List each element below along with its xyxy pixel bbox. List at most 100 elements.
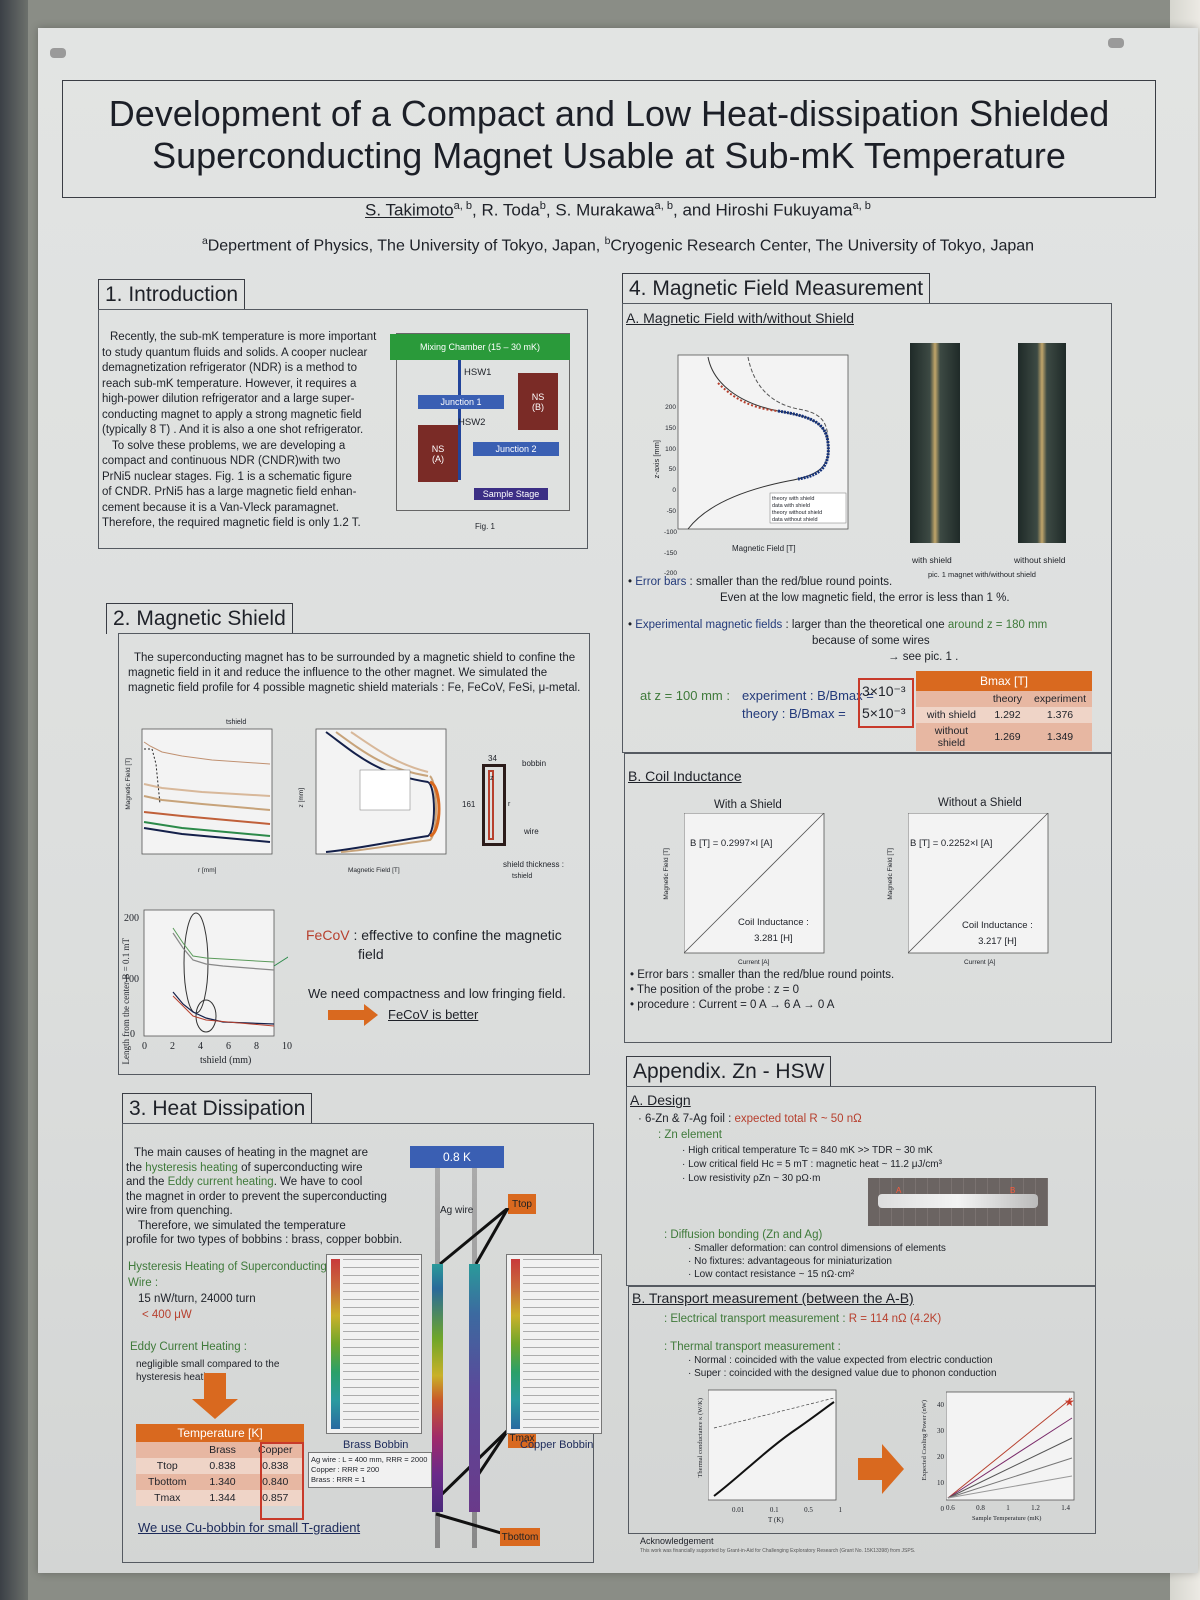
fecov-statement: FeCoV : effective to confine the magneti… — [306, 926, 562, 964]
experimental-note-3: → see pic. 1 . — [888, 651, 959, 663]
inductance-line: 3.217 [H] — [978, 935, 1017, 947]
intro-line: compact and continuous NDR (CNDR)with tw… — [102, 455, 341, 467]
intro-line: of CNDR. PrNi5 has a large magnetic fiel… — [102, 486, 357, 498]
table-cell: Tmax — [154, 1492, 181, 1504]
shield-panel — [118, 633, 590, 1075]
experiment-ratio-value: 3×10⁻³ — [862, 683, 906, 699]
affiliations: aDepertment of Physics, The University o… — [38, 236, 1198, 255]
table-cell: Tbottom — [147, 1476, 187, 1488]
error-bars-text: : smaller than the red/blue round points… — [686, 576, 893, 588]
tshield-label: tshield — [226, 719, 247, 726]
intro-line: PrNi5 nuclear stages. Fig. 1 is a schema… — [102, 470, 352, 483]
series-line — [947, 1397, 1073, 1499]
diffusion-label: : Diffusion bonding (Zn and Ag) — [664, 1229, 823, 1241]
zn-foil — [878, 1194, 1038, 1208]
appendix-sub-a: A. Design — [630, 1092, 691, 1108]
heat-text: the — [126, 1161, 146, 1174]
intro-line: conducting magnet to apply a strong magn… — [102, 408, 362, 421]
eddy-line: negligible small compared to the — [136, 1359, 280, 1370]
tick: 10 — [937, 1479, 944, 1487]
fecov-text: field — [358, 946, 384, 962]
bobbin-wire — [488, 770, 494, 840]
diffusion-item: Smaller deformation: can control dimensi… — [694, 1243, 946, 1254]
poster-title-line-2: Superconducting Magnet Usable at Sub-mK … — [152, 135, 1066, 176]
tick: 0 — [142, 1041, 147, 1052]
series-line — [350, 731, 429, 773]
star-icon: ★ — [1064, 1395, 1075, 1409]
connector — [439, 1208, 509, 1266]
experimental-note-2: because of some wires — [812, 635, 930, 647]
table-cell: without shield — [934, 725, 969, 749]
bobbin-shape — [482, 764, 506, 846]
connector — [474, 1429, 510, 1479]
wire-note-line: Brass : RRR = 1 — [311, 1475, 366, 1484]
design-line: · 6-Zn & 7-Ag foil : expected total R ~ … — [638, 1113, 862, 1125]
sample-stage-box: Sample Stage — [474, 488, 548, 500]
field-sub-a: A. Magnetic Field with/without Shield — [626, 310, 854, 326]
fecov-word: FeCoV — [306, 927, 350, 943]
colorbar-labels — [343, 1259, 419, 1429]
colorbar — [331, 1259, 340, 1429]
tick: -100 — [664, 528, 678, 536]
legend-entry: data with shield — [772, 503, 810, 509]
tick: 4 — [198, 1041, 203, 1052]
shield-line: The superconducting magnet has to be sur… — [134, 652, 576, 664]
tick: 1 — [1006, 1504, 1010, 1512]
series-line — [143, 795, 271, 811]
photo-without-shield — [1018, 343, 1066, 543]
tick: 50 — [668, 466, 676, 474]
tick: 1.2 — [1031, 1504, 1040, 1512]
junction2-box: Junction 2 — [473, 442, 559, 456]
fig1-caption: Fig. 1 — [475, 522, 496, 531]
heat-conclusion: We use Cu-bobbin for small T-gradient — [138, 1520, 361, 1535]
author-sup: b — [539, 200, 546, 212]
tick: 0 — [672, 487, 676, 495]
tick: 0.01 — [732, 1506, 745, 1514]
tick: 2 — [170, 1041, 175, 1052]
coil-panel — [624, 753, 1112, 1043]
experiment-ratio-label: experiment : B/Bmax = — [742, 688, 874, 703]
series-line — [947, 1457, 1073, 1499]
affiliation-b: Cryogenic Research Center, The Universit… — [610, 237, 1035, 255]
diffusion-items: · Smaller deformation: can control dimen… — [688, 1243, 946, 1280]
series-line — [143, 821, 271, 837]
with-shield-inductance: Coil Inductance : 3.281 [H] — [738, 915, 809, 946]
compactness-text: We need compactness and low fringing fie… — [308, 986, 566, 1001]
fig1-line — [458, 360, 461, 480]
tick: 40 — [937, 1401, 944, 1409]
legend-entry: theory without shield — [772, 510, 823, 516]
bobbin-label: bobbin — [522, 759, 547, 768]
series-line — [325, 781, 435, 853]
hysteresis-heading-line: Hysteresis Heating of Superconducting — [128, 1261, 327, 1273]
hsw2-label: HSW2 — [458, 417, 486, 428]
with-shield-inductance-plot — [684, 813, 825, 954]
zn-item: High critical temperature Tc = 840 mK >>… — [688, 1145, 933, 1156]
intro-line: To solve these problems, we are developi… — [112, 439, 346, 452]
colorbar — [511, 1259, 520, 1429]
zn-photo: A B — [868, 1178, 1048, 1226]
plot3-ylabel: Length from the center B = 0.1 mT — [121, 938, 131, 1065]
bobbin-height: 161 — [462, 800, 476, 809]
diffusion-item: Low contact resistance ~ 15 nΩ·cm² — [694, 1269, 855, 1280]
design-text: 6-Zn & 7-Ag foil : — [645, 1113, 735, 1125]
tick: 8 — [254, 1041, 259, 1052]
photo-with-shield — [910, 343, 960, 543]
plot-frame — [143, 909, 275, 1037]
shield-heading: 2. Magnetic Shield — [106, 603, 293, 634]
table-cell: 1.340 — [209, 1476, 236, 1488]
shield-field-vs-r-plot — [141, 728, 273, 855]
bobbin-r-axis: r — [508, 801, 511, 808]
theory-ratio-label: theory : B/Bmax = — [742, 706, 846, 721]
intro-line: Therefore, the required magnetic field i… — [102, 517, 361, 529]
with-shield-title: With a Shield — [714, 799, 782, 811]
tick: -150 — [664, 549, 678, 557]
table-cell: 0.838 — [262, 1460, 289, 1472]
plot2-ylabel: z [mm] — [298, 788, 305, 808]
tick: 30 — [937, 1427, 944, 1435]
field-panel — [622, 303, 1112, 753]
appendix-sub-b: B. Transport measurement (between the A-… — [632, 1290, 914, 1306]
plot-frame — [708, 1389, 837, 1501]
